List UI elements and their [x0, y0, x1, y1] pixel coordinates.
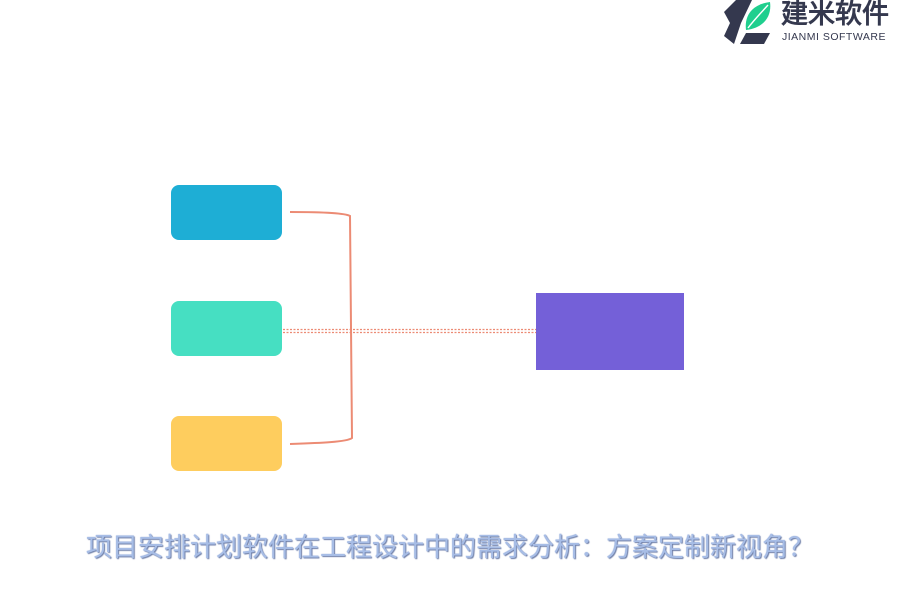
brand-name-en: JIANMI SOFTWARE — [782, 31, 886, 43]
page-title: 项目安排计划软件在工程设计中的需求分析：方案定制新视角？ — [85, 533, 814, 563]
source-box-2 — [171, 301, 282, 356]
bracket-connector — [289, 211, 354, 445]
source-box-1 — [171, 185, 282, 240]
brand-name-cn: 建米软件 — [781, 0, 889, 30]
target-box — [536, 293, 684, 370]
brand-logo: 建米软件 JIANMI SOFTWARE — [724, 0, 900, 48]
jianmi-leaf-logo-icon — [724, 0, 771, 44]
source-box-3 — [171, 416, 282, 471]
